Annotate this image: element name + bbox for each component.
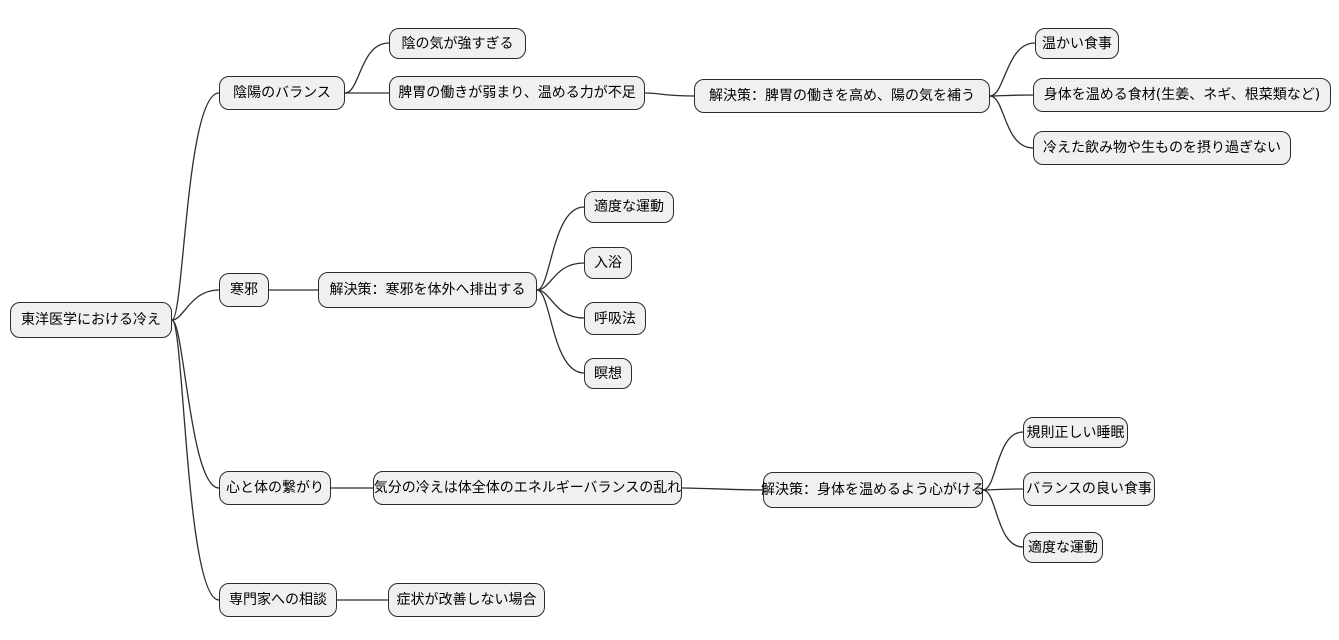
connector-solution3-to-balanced-diet	[982, 488, 1024, 491]
connector-solution2-to-exercise	[536, 206, 585, 291]
node-mood-energy-imbalance: 気分の冷えは体全体のエネルギーバランスの乱れ	[373, 471, 682, 505]
connector-solution1-to-warming-foods	[989, 94, 1034, 97]
connector-root-to-cold-pathogen	[171, 289, 220, 321]
node-warming-foods: 身体を温める食材(生姜、ネギ、根菜類など)	[1033, 78, 1331, 112]
connector-solution2-to-bathing	[536, 262, 585, 291]
node-root-cold-in-eastern-medicine: 東洋医学における冷え	[10, 302, 172, 338]
connector-yinyang-to-yin-too-strong	[344, 42, 390, 94]
node-spleen-stomach-weak: 脾胃の働きが弱まり、温める力が不足	[389, 76, 645, 110]
node-symptoms-persist: 症状が改善しない場合	[388, 583, 545, 617]
node-avoid-cold-foods: 冷えた飲み物や生ものを摂り過ぎない	[1033, 131, 1291, 165]
connector-solution3-to-regular-sleep	[982, 431, 1024, 491]
node-yinyang-balance: 陰陽のバランス	[219, 76, 345, 110]
node-mind-body-connection: 心と体の繋がり	[219, 471, 331, 505]
node-breathing-method: 呼吸法	[584, 302, 646, 335]
node-meditation: 瞑想	[584, 358, 632, 389]
node-consult-specialist: 専門家への相談	[219, 583, 337, 617]
connector-solution3-to-exercise	[982, 489, 1024, 548]
node-regular-sleep: 規則正しい睡眠	[1023, 417, 1128, 448]
node-solution-tonify-yang: 解決策：脾胃の働きを高め、陽の気を補う	[694, 79, 990, 113]
connector-energy-balance-to-solution	[681, 487, 764, 491]
node-balanced-diet: バランスの良い食事	[1023, 472, 1155, 506]
connector-root-to-mind-body	[171, 319, 220, 489]
node-yin-too-strong: 陰の気が強すぎる	[389, 28, 526, 59]
node-cold-pathogen: 寒邪	[219, 273, 269, 307]
node-warm-meals: 温かい食事	[1035, 28, 1119, 59]
connector-solution2-to-breathing	[536, 289, 585, 319]
node-moderate-exercise: 適度な運動	[584, 191, 674, 223]
node-bathing: 入浴	[584, 247, 632, 279]
connector-root-to-consult-specialist	[171, 319, 220, 601]
node-solution-expel-cold: 解決策：寒邪を体外へ排出する	[318, 272, 537, 308]
connector-solution1-to-avoid-cold	[989, 95, 1034, 149]
connector-root-to-yinyang-balance	[171, 92, 220, 321]
connector-solution2-to-meditation	[536, 289, 585, 374]
connector-solution1-to-warm-meals	[989, 42, 1036, 97]
node-moderate-exercise-2: 適度な運動	[1023, 532, 1103, 563]
node-solution-warm-body: 解決策：身体を温めるよう心がける	[761, 472, 985, 508]
connector-spleen-weak-to-solution	[644, 92, 695, 97]
